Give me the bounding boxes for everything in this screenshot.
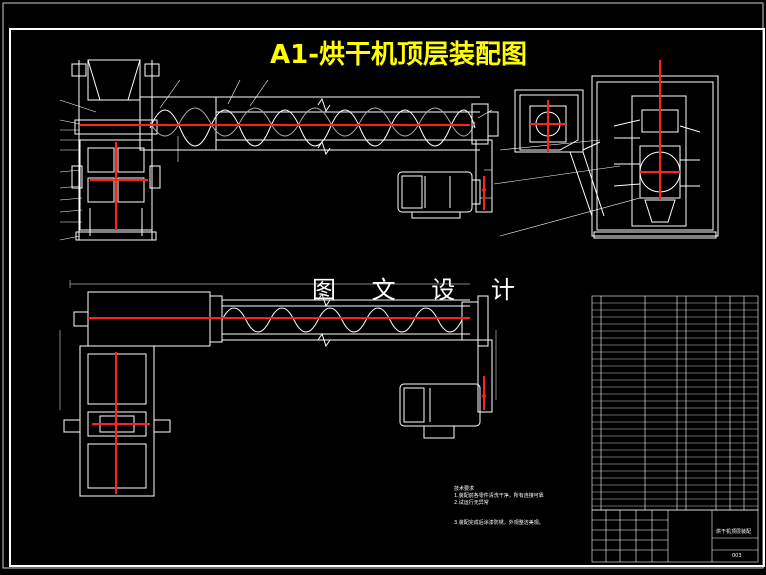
plan-view bbox=[59, 280, 497, 497]
note-line-4: 3.装配完成后涂漆防锈，外观整洁美观。 bbox=[454, 520, 544, 526]
title-block-name: 烘干机顶层装配 bbox=[716, 529, 752, 535]
top-assembly-view bbox=[59, 59, 641, 241]
title-block bbox=[591, 509, 759, 563]
note-line-1: 技术要求 bbox=[454, 486, 475, 492]
title-block-code: 003 bbox=[732, 553, 742, 559]
center-marks bbox=[114, 122, 662, 426]
side-view bbox=[514, 75, 719, 239]
parts-list bbox=[591, 295, 759, 511]
drawing-title: A1-烘干机顶层装配图 bbox=[270, 40, 528, 70]
note-line-2: 1.装配前各零件清洗干净，所有连接可靠 bbox=[454, 493, 544, 499]
note-line-3: 2.试运行无异常 bbox=[454, 500, 489, 506]
inner-frame bbox=[9, 28, 765, 567]
watermark-text: 图 文 设 计 bbox=[312, 276, 529, 304]
